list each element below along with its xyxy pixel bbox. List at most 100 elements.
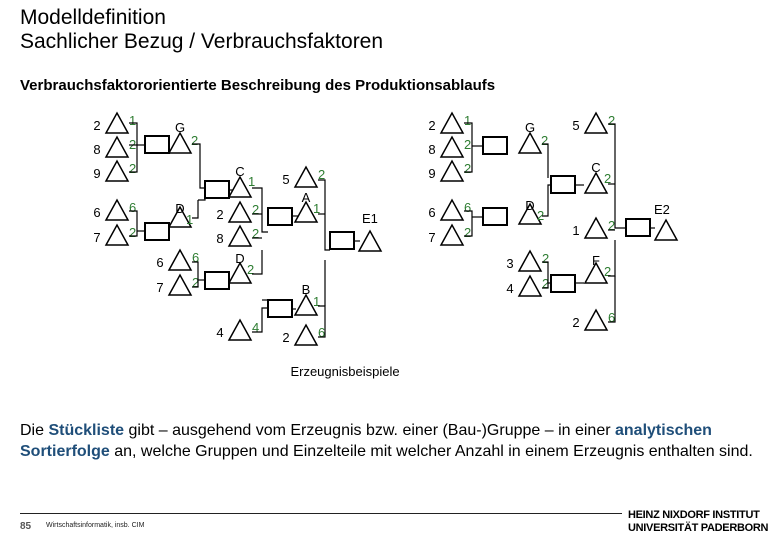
part-number-label: 6	[93, 205, 100, 220]
assembly-label: C	[591, 160, 600, 175]
connector-line	[129, 122, 138, 173]
part-triangle	[439, 223, 465, 246]
quantity-label: 2	[604, 171, 611, 186]
part-number-label: 4	[216, 325, 223, 340]
part-number-label: 2	[428, 118, 435, 133]
assembly-triangle-g	[517, 131, 543, 154]
assembly-label: A	[302, 190, 311, 205]
section-heading: Verbrauchsfaktororientierte Beschreibung…	[20, 77, 496, 94]
connector-line	[318, 305, 326, 338]
quantity-label: 2	[541, 133, 548, 148]
connector-line	[318, 179, 330, 251]
connector-line	[192, 261, 199, 288]
end-product-label: E2	[654, 202, 670, 217]
assembly-triangle-g	[167, 131, 193, 154]
quantity-label: 2	[542, 276, 549, 291]
quantity-label: 2	[464, 225, 471, 240]
connector-line	[252, 250, 263, 275]
part-number-label: 2	[572, 315, 579, 330]
part-triangle	[583, 216, 609, 239]
part-number-label: 7	[156, 280, 163, 295]
part-number-label: 1	[572, 223, 579, 238]
quantity-label: 2	[464, 161, 471, 176]
part-triangle	[439, 159, 465, 182]
process-box	[144, 222, 170, 241]
process-box	[204, 271, 230, 290]
quantity-label: 2	[464, 137, 471, 152]
assembly-triangle-d	[167, 205, 193, 228]
part-triangle	[104, 198, 130, 221]
connector-line	[608, 276, 616, 323]
quantity-label: 2	[129, 225, 136, 240]
assembly-label: B	[302, 282, 311, 297]
assembly-label: G	[525, 120, 535, 135]
process-box	[550, 175, 576, 194]
connector-line	[542, 184, 551, 217]
part-number-label: 9	[428, 166, 435, 181]
connector-line	[464, 210, 473, 237]
assembly-triangle-b	[293, 293, 319, 316]
quantity-label: 2	[192, 275, 199, 290]
institute-logo-line1: HEINZ NIXDORF INSTITUT	[628, 509, 760, 521]
slide-subtitle: Sachlicher Bezug / Verbrauchsfaktoren	[20, 30, 384, 53]
connector-line	[198, 198, 206, 201]
quantity-label: 2	[129, 161, 136, 176]
assembly-triangle-d	[227, 261, 253, 284]
footer-divider	[20, 513, 622, 514]
assembly-label: D	[235, 251, 244, 266]
part-triangle	[104, 159, 130, 182]
quantity-label: 1	[313, 294, 320, 309]
quantity-label: 1	[313, 201, 320, 216]
part-triangle	[583, 308, 609, 331]
process-box	[204, 180, 230, 199]
process-box	[625, 218, 651, 237]
quantity-label: 1	[464, 113, 471, 128]
assembly-label: D	[525, 198, 534, 213]
part-triangle	[293, 323, 319, 346]
quantity-label: 2	[318, 167, 325, 182]
connector-line	[252, 307, 268, 333]
part-triangle	[104, 223, 130, 246]
part-number-label: 7	[428, 230, 435, 245]
end-product-label: E1	[362, 211, 378, 226]
institute-logo-line2: UNIVERSITÄT PADERBORN	[628, 522, 769, 534]
part-number-label: 3	[506, 256, 513, 271]
assembly-label: G	[175, 120, 185, 135]
part-triangle	[167, 273, 193, 296]
part-number-label: 5	[282, 172, 289, 187]
part-triangle	[167, 248, 193, 271]
part-triangle	[293, 165, 319, 188]
quantity-label: 1	[186, 212, 193, 227]
quantity-label: 1	[248, 174, 255, 189]
process-box	[267, 207, 293, 226]
quantity-label: 6	[608, 310, 615, 325]
quantity-label: 6	[129, 200, 136, 215]
part-triangle	[517, 274, 543, 297]
process-box	[329, 231, 355, 250]
assembly-triangle-d	[517, 202, 543, 225]
part-number-label: 6	[156, 255, 163, 270]
part-number-label: 6	[428, 205, 435, 220]
quantity-label: 2	[542, 251, 549, 266]
quantity-label: 2	[604, 264, 611, 279]
quantity-label: 2	[252, 202, 259, 217]
part-triangle	[517, 249, 543, 272]
quantity-label: 2	[252, 226, 259, 241]
connector-line	[252, 187, 268, 233]
connector-line	[542, 261, 549, 289]
connector-line	[464, 122, 473, 173]
part-triangle	[227, 318, 253, 341]
process-box	[482, 136, 508, 155]
connector-line	[192, 200, 199, 219]
part-number-label: 2	[93, 118, 100, 133]
term-stueckliste: Stückliste	[48, 422, 125, 439]
end-product-triangle-e1	[357, 229, 383, 252]
connector-line	[129, 210, 138, 237]
part-triangle	[104, 111, 130, 134]
quantity-label: 4	[252, 320, 259, 335]
quantity-label: 6	[318, 325, 325, 340]
term-analytische-sortierfolge: analytischen Sortierfolge	[20, 422, 712, 460]
assembly-triangle-c	[227, 175, 253, 198]
part-number-label: 5	[572, 118, 579, 133]
